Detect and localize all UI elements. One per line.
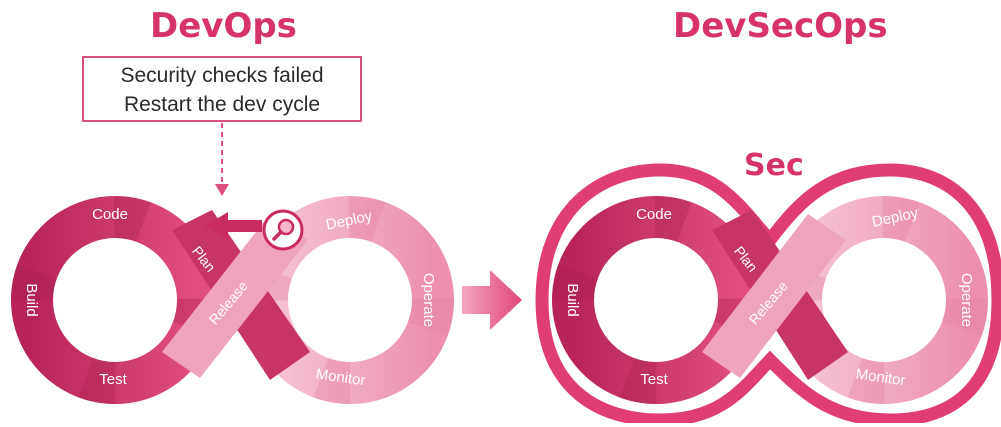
devops-infinity-loop	[11, 196, 454, 404]
right-arrow-icon	[462, 270, 522, 330]
devsecops-title: DevSecOps	[673, 6, 888, 46]
devops-stage-test: Test	[99, 371, 127, 388]
devops-left-lobe	[11, 196, 219, 404]
devsecops-stage-build: Build	[564, 283, 581, 316]
devsecops-stage-operate: Operate	[958, 273, 975, 327]
devops-stage-operate: Operate	[420, 273, 437, 327]
magnifier-icon	[262, 209, 304, 251]
devsecops-stage-monitor: Monitor	[855, 366, 907, 390]
sec-label: Sec	[744, 148, 804, 183]
devops-title: DevOps	[150, 6, 297, 46]
devsecops-crossing-light	[702, 214, 846, 378]
note-line-1: Security checks failed	[120, 64, 324, 87]
devops-stage-build: Build	[23, 283, 40, 316]
devsecops-left-lobe	[552, 196, 760, 404]
sec-outer-ring	[535, 163, 1001, 427]
security-failure-note: Security checks failed Restart the dev c…	[82, 56, 362, 122]
devsecops-infinity-loop	[535, 163, 1001, 427]
devops-stage-code: Code	[92, 206, 128, 223]
note-line-2: Restart the dev cycle	[123, 93, 321, 116]
restart-arrow	[205, 212, 262, 240]
devops-stage-monitor: Monitor	[315, 366, 367, 390]
devops-crossing-light	[162, 214, 308, 378]
devsecops-stage-test: Test	[640, 371, 668, 388]
devsecops-stage-code: Code	[636, 206, 672, 223]
note-connector-arrowhead	[215, 184, 229, 196]
